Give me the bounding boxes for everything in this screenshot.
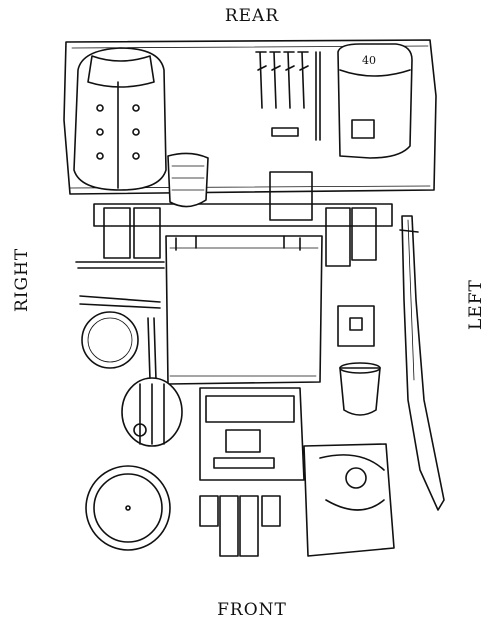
meat-can: [81, 311, 139, 369]
utensils-pouch: [121, 377, 183, 447]
canteen: [167, 152, 209, 208]
canteen-cup: [339, 362, 381, 416]
cartridge-belt: [93, 171, 393, 267]
cup-number: 40: [362, 54, 376, 67]
pack-contents: [199, 387, 305, 481]
haversack: [165, 235, 323, 385]
folded-coat: [73, 47, 167, 191]
front-label: FRONT: [217, 600, 287, 620]
mess-plate: [85, 465, 171, 551]
bayonet-and-strap: [75, 261, 165, 381]
tent-pins: [255, 51, 321, 141]
tent-rope-coil: [271, 127, 299, 137]
rear-label: REAR: [224, 6, 280, 26]
rifle: [399, 215, 445, 511]
mess-pouch-40: 40: [337, 43, 413, 159]
first-aid-pouch: [337, 305, 375, 347]
ammunition-clips: [199, 495, 281, 557]
toilet-articles: [303, 443, 395, 557]
